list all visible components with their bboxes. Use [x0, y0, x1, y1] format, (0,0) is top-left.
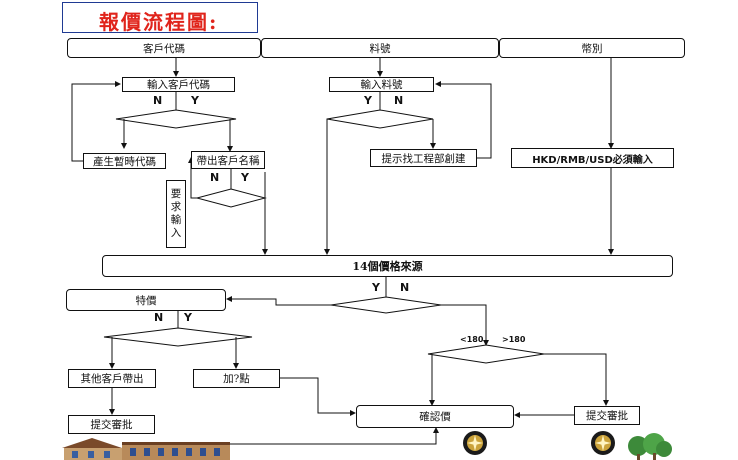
require-input-char: 入	[170, 227, 182, 239]
page-title: 報價流程圖:	[99, 10, 219, 34]
label-n-special: N	[154, 311, 164, 324]
label-gt180: >180	[502, 335, 526, 344]
label-y-customer: Y	[191, 94, 199, 107]
step-submit-right: 提交審批	[574, 406, 640, 425]
label-y-part: Y	[364, 94, 372, 107]
label-n-customer: N	[153, 94, 163, 107]
require-input-char: 要	[170, 188, 182, 200]
step-bring-customer-name: 帶出客戶名稱	[191, 151, 265, 169]
column-part-no: 料號	[261, 38, 499, 58]
step-input-part-no: 輸入料號	[329, 77, 434, 92]
trees-clipart-icon	[628, 433, 672, 460]
step-price-sources: 14個價格來源	[102, 255, 673, 277]
step-temp-code: 產生暫時代碼	[83, 153, 166, 169]
step-add-points: 加?點	[193, 369, 280, 388]
step-special-price: 特價	[66, 289, 226, 311]
step-other-customer: 其他客戶帶出	[68, 369, 156, 388]
label-lt180: <180	[460, 335, 484, 344]
step-require-input: 要 求 輸 入	[166, 180, 186, 248]
label-n-part: N	[394, 94, 404, 107]
step-currency-required: HKD/RMB/USD必須輸入	[511, 148, 674, 168]
step-ask-engineering: 提示找工程部創建	[370, 149, 477, 167]
compass-badge-icon	[591, 431, 615, 455]
title-box: 報價流程圖:	[62, 2, 258, 34]
step-input-customer-code: 輸入客戶代碼	[122, 77, 235, 92]
require-input-char: 求	[170, 201, 182, 213]
label-y-source: Y	[372, 281, 380, 294]
label-n-name: N	[210, 171, 220, 184]
label-y-name: Y	[241, 171, 249, 184]
step-confirm-price: 確認價	[356, 405, 514, 428]
compass-badge-icon	[463, 431, 487, 455]
column-currency: 幣別	[499, 38, 685, 58]
column-customer-code: 客戶代碼	[67, 38, 261, 58]
step-submit-left: 提交審批	[68, 415, 155, 434]
require-input-char: 輸	[170, 214, 182, 226]
label-n-source: N	[400, 281, 410, 294]
label-y-special: Y	[184, 311, 192, 324]
building-clipart-icon	[62, 438, 230, 460]
